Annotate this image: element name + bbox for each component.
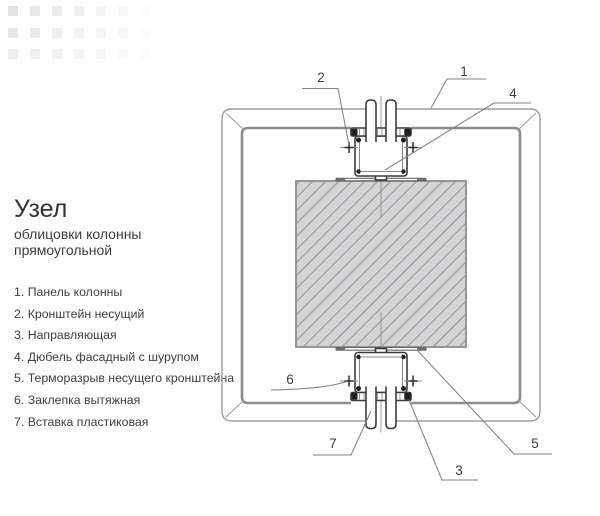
callout-number: 5 — [531, 436, 539, 451]
info-panel: Узел облицовки колонны прямоугольной 1. … — [14, 195, 234, 436]
decor-square — [96, 27, 106, 38]
page-subtitle-line2: прямоугольной — [14, 242, 113, 258]
panel-frame — [221, 108, 541, 422]
page-title: Узел — [14, 195, 68, 223]
callout-number: 3 — [455, 463, 463, 478]
decor-square — [8, 49, 18, 59]
legend-item-label: Дюбель фасадный с шурупом — [27, 349, 199, 364]
legend-item: 7. Вставка пластиковая — [14, 415, 229, 429]
decor-square — [52, 6, 62, 16]
decor-squares — [0, 0, 170, 80]
decor-square — [52, 49, 62, 59]
legend-item-label: Направляющая — [27, 328, 117, 343]
callout-number: 6 — [286, 372, 294, 387]
legend-item: 4. Дюбель фасадный с шурупом — [14, 350, 229, 364]
legend-item: 6. Заклепка вытяжная — [14, 393, 229, 407]
callout-number: 7 — [329, 436, 337, 451]
callout-1: 1 — [430, 64, 486, 109]
legend-item-label: Заклепка вытяжная — [27, 392, 141, 407]
legend-item-number: 6. — [14, 392, 28, 407]
legend-item: 3. Направляющая — [14, 328, 229, 342]
callout-4: 4 — [384, 86, 531, 171]
legend-item-label: Кронштейн несущий — [27, 306, 145, 321]
legend-item-number: 7. — [14, 414, 28, 429]
legend-item: 5. Терморазрыв несущего кронштейна — [14, 371, 234, 386]
decor-square — [52, 27, 62, 38]
callout-number: 2 — [317, 70, 325, 85]
callout-2: 2 — [302, 70, 350, 146]
decor-square — [30, 6, 40, 16]
callout-5: 5 — [416, 349, 552, 455]
legend-list: 1. Панель колонны 2. Кронштейн несущий 3. … — [14, 285, 234, 429]
legend-item-number: 1. — [14, 285, 28, 299]
legend-item-number: 3. — [14, 328, 28, 343]
decor-square — [30, 49, 40, 59]
decor-square — [74, 27, 84, 38]
legend-item-number: 2. — [14, 306, 28, 321]
callout-3: 3 — [408, 399, 478, 481]
legend-item-label: Вставка пластиковая — [27, 414, 149, 429]
decor-square — [96, 6, 106, 16]
legend-item: 1. Панель колонны — [14, 285, 229, 299]
legend-item-label: Панель колонны — [27, 285, 123, 299]
callout-6: 6 — [270, 372, 348, 391]
decor-square — [8, 27, 18, 38]
legend-item-number: 4. — [14, 349, 28, 364]
decor-square — [8, 6, 18, 16]
decor-square — [74, 49, 84, 59]
legend-item: 2. Кронштейн несущий — [14, 307, 229, 321]
decor-square — [30, 27, 40, 38]
callout-7: 7 — [313, 410, 372, 456]
legend-item-number: 5. — [14, 371, 28, 386]
callout-number: 4 — [509, 86, 517, 101]
callout-number: 1 — [460, 64, 468, 79]
decor-square — [74, 6, 84, 16]
page-subtitle-line1: облицовки колонны — [14, 226, 142, 242]
legend-item-label: Терморазрыв несущего кронштейна — [27, 371, 235, 386]
